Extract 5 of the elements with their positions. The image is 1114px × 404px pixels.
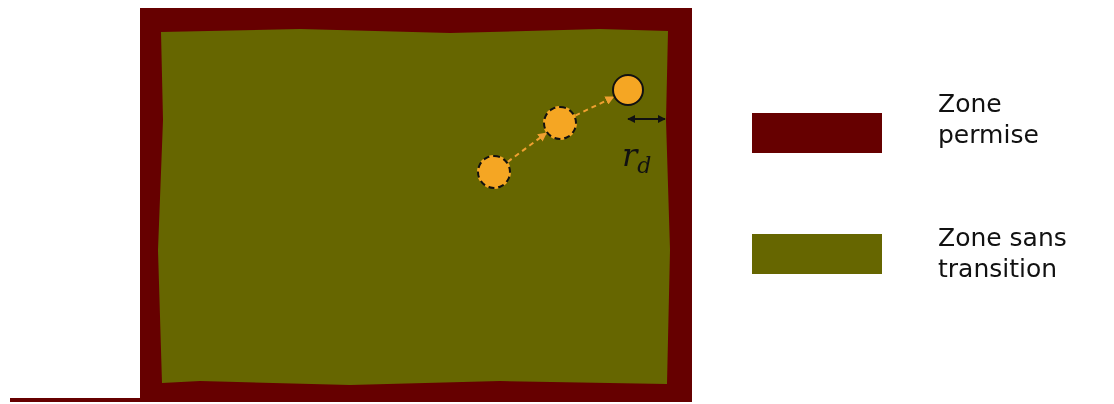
arrow bbox=[506, 132, 548, 163]
radius-label: r$_{d}$ bbox=[622, 136, 652, 179]
legend-label: Zone permise bbox=[938, 88, 1040, 151]
legend-label: Zone sans transition bbox=[938, 222, 1068, 285]
arrow bbox=[574, 96, 615, 117]
